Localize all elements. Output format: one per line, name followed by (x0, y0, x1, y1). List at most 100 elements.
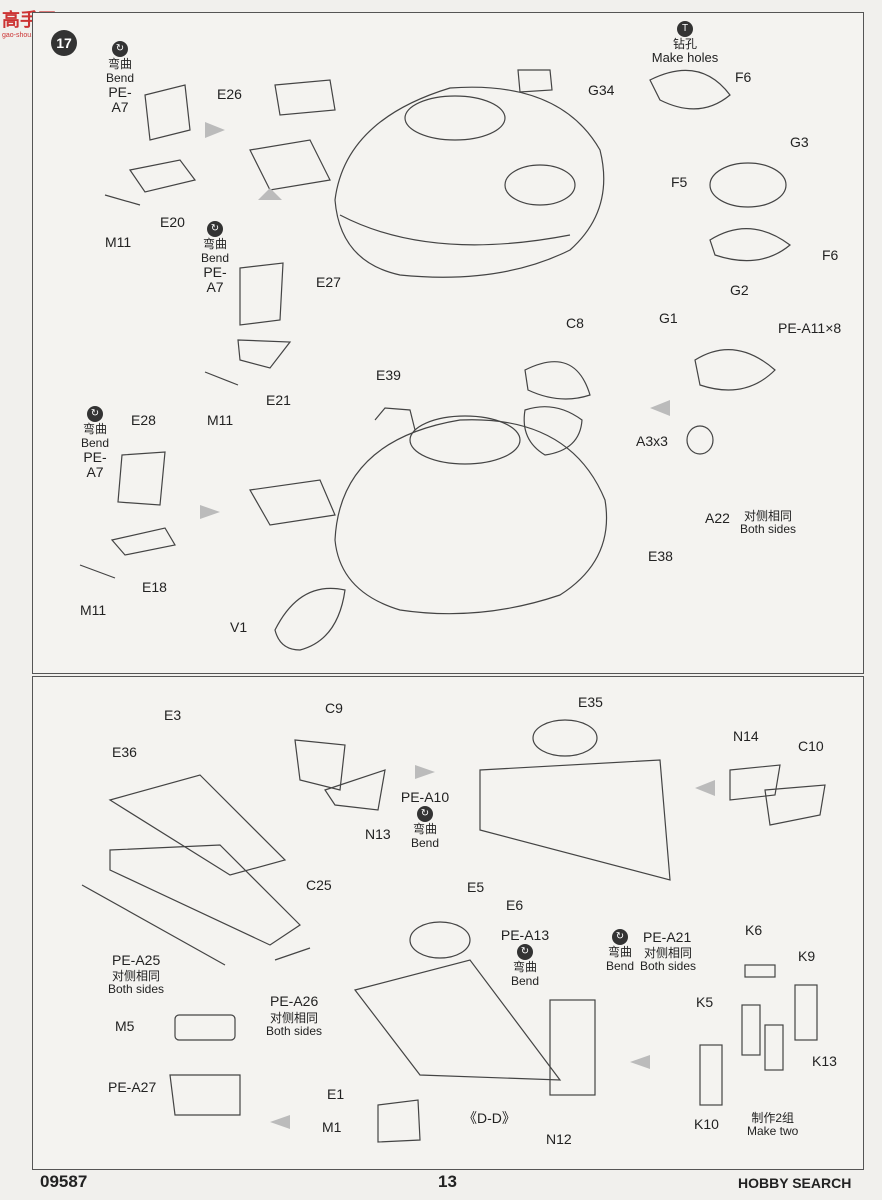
label-e1: E1 (327, 1086, 345, 1102)
label-e28: E28 (131, 412, 156, 428)
part-k5-drawing (741, 1004, 761, 1056)
label-dd-section: 《D-D》 (463, 1110, 516, 1126)
part-pe-a27-drawing (169, 1074, 241, 1116)
part-n14-drawing (729, 764, 781, 801)
label-c9: C9 (325, 700, 343, 716)
label-pe-a27: PE-A27 (108, 1079, 157, 1095)
bend-note-pe-a13: PE-A13 ↻ 弯曲 Bend (495, 928, 555, 988)
label-m1: M1 (322, 1119, 342, 1135)
part-n12-drawing (549, 999, 596, 1096)
bend-en: Bend (105, 71, 135, 85)
direction-hatch-1 (205, 122, 225, 138)
label-c25: C25 (306, 877, 332, 893)
direction-hatch-7 (270, 1115, 290, 1129)
bend-en: Bend (605, 959, 635, 973)
label-e38: E38 (648, 548, 673, 564)
label-k10: K10 (694, 1116, 719, 1132)
bend-cn: 弯曲 (512, 960, 537, 974)
bend-note-pe-a10: PE-A10 ↻ 弯曲 Bend (395, 790, 455, 850)
both-sides-en: Both sides (640, 959, 697, 973)
bend-note-pe-a7-1: ↻ 弯曲 Bend PE-A7 (100, 40, 140, 115)
part-m1-drawing (377, 1099, 421, 1143)
label-pe-a11: PE-A11×8 (778, 320, 842, 336)
watermark-url: gao-shou.com (2, 32, 47, 39)
part-e20-drawing (128, 159, 197, 193)
part-c9-drawing (294, 739, 346, 791)
label-n12: N12 (546, 1131, 572, 1147)
both-sides-en: Both sides (108, 982, 165, 996)
part-f5-drawing (709, 162, 787, 208)
bend-en: Bend (200, 251, 230, 265)
part-e18-drawing (110, 527, 176, 556)
part-pe-a13-drawing (409, 921, 471, 959)
label-g1: G1 (659, 310, 678, 326)
label-e36: E36 (112, 744, 137, 760)
label-e18: E18 (142, 579, 167, 595)
label-e39: E39 (376, 367, 401, 383)
part-e36-drawing (108, 774, 287, 876)
bend-icon: ↻ (517, 944, 533, 960)
part-e35-hull-drawing (479, 759, 671, 881)
label-e20: E20 (160, 214, 185, 230)
label-pe-a7: PE-A7 (108, 84, 132, 115)
label-pe-a7: PE-A7 (203, 264, 227, 295)
label-f6-lower: F6 (822, 247, 839, 263)
both-sides-cn: 对侧相同 (112, 969, 161, 983)
bend-icon: ↻ (112, 41, 128, 57)
both-sides-cn: 对侧相同 (270, 1011, 319, 1025)
label-a3x3: A3x3 (636, 433, 668, 449)
bend-note-pe-a7-2: ↻ 弯曲 Bend PE-A7 (195, 220, 235, 295)
bend-cn: 弯曲 (202, 237, 227, 251)
part-c8-drawing (524, 361, 591, 400)
direction-hatch-6 (695, 780, 715, 796)
drill-icon: T (677, 21, 693, 37)
direction-hatch-3 (200, 505, 220, 519)
part-k10-drawing (699, 1044, 723, 1106)
part-k9-drawing (794, 984, 818, 1041)
bend-icon: ↻ (207, 221, 223, 237)
direction-hatch-5 (415, 765, 435, 779)
label-pe-a13: PE-A13 (500, 927, 550, 943)
bend-cn: 弯曲 (607, 945, 632, 959)
turret-upper-drawing (334, 86, 605, 278)
label-k5: K5 (696, 994, 714, 1010)
part-dd-hull-drawing (353, 959, 562, 1081)
label-g2: G2 (730, 282, 749, 298)
label-e35: E35 (578, 694, 603, 710)
label-c8: C8 (566, 315, 584, 331)
part-v1-drawing (274, 587, 346, 651)
part-c25-drawing (109, 844, 301, 946)
bend-en: Bend (510, 974, 540, 988)
label-e26: E26 (217, 86, 242, 102)
turret-lower-drawing (334, 419, 608, 615)
direction-hatch-2 (258, 188, 282, 200)
part-e21-drawing (237, 339, 292, 369)
bend-icon: ↻ (417, 806, 433, 822)
make-two-cn: 制作2组 (751, 1111, 795, 1125)
label-n13: N13 (365, 826, 391, 842)
label-pe-a10: PE-A10 (400, 789, 450, 805)
part-e39-drawing (374, 407, 416, 431)
page-number: 13 (438, 1172, 457, 1191)
part-e26-drawing (144, 84, 191, 141)
bend-cn: 弯曲 (412, 822, 437, 836)
label-m5: M5 (115, 1018, 135, 1034)
part-g2-assembly-drawing (694, 349, 776, 391)
both-sides-en: Both sides (266, 1024, 323, 1038)
part-n13-drawing (324, 769, 386, 811)
bend-icon: ↻ (87, 406, 103, 422)
label-pe-a7: PE-A7 (83, 449, 107, 480)
bend-en: Bend (410, 836, 440, 850)
label-e5: E5 (467, 879, 485, 895)
part-e27-drawing (239, 262, 284, 326)
both-sides-cn: 对侧相同 (644, 946, 693, 960)
label-c10: C10 (798, 738, 824, 754)
kit-code: 09587 (40, 1172, 88, 1191)
both-sides-cn: 对侧相同 (744, 509, 793, 523)
bend-note-pe-a7-3: ↻ 弯曲 Bend PE-A7 (75, 405, 115, 480)
